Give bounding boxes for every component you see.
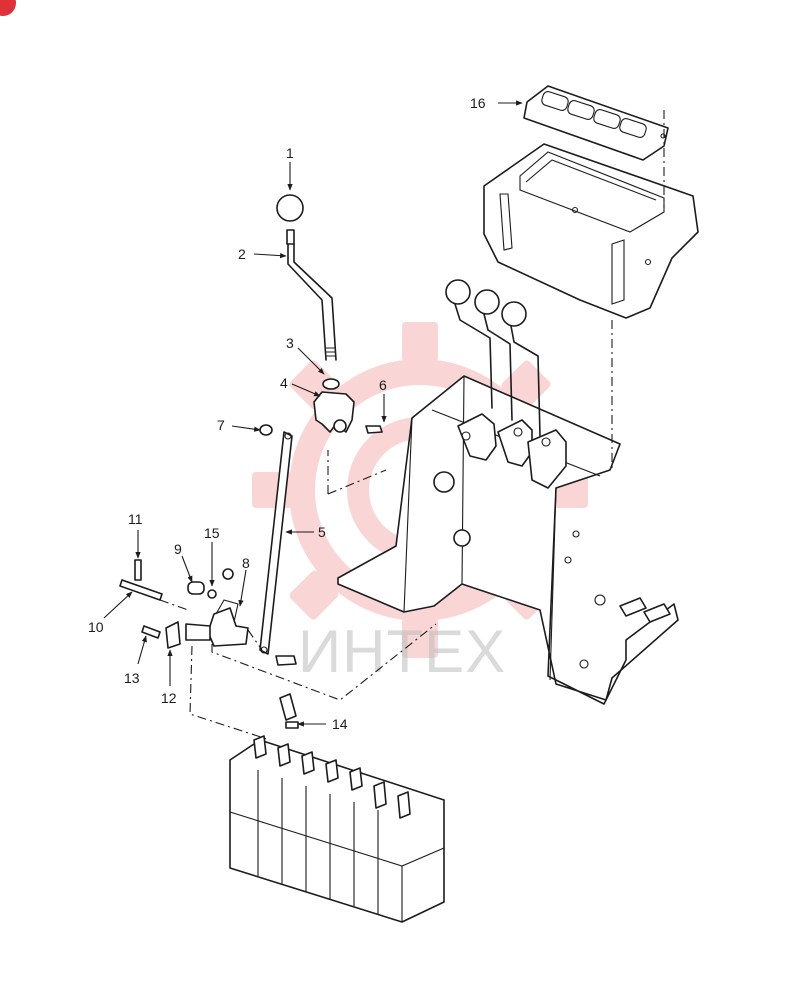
callout-5: 5	[318, 524, 326, 540]
part-15-washer	[207, 589, 217, 599]
main-support-bracket	[337, 375, 679, 705]
shift-lever-assembly	[276, 194, 383, 434]
part-5-link-rod	[259, 431, 297, 666]
assembly-centerlines	[159, 110, 665, 741]
callout-12: 12	[161, 690, 177, 706]
callout-14: 14	[332, 716, 348, 732]
part-7-nut	[259, 424, 273, 436]
callout-16: 16	[470, 95, 486, 111]
corner-badge	[0, 0, 16, 16]
callout-7: 7	[217, 417, 225, 433]
linkage-hardware	[119, 559, 249, 649]
callout-8: 8	[242, 555, 250, 571]
callout-2: 2	[238, 246, 246, 262]
callout-9: 9	[174, 541, 182, 557]
callout-4: 4	[280, 375, 288, 391]
part-9-bushing	[187, 581, 205, 595]
leader-lines	[103, 100, 523, 727]
part-3-washer	[322, 378, 340, 390]
part-11-bolt	[134, 559, 142, 581]
callout-1: 1	[286, 145, 294, 161]
part-14-link	[279, 693, 299, 729]
callout-11: 11	[128, 511, 143, 527]
callout-3: 3	[286, 335, 294, 351]
part-16-gasket	[523, 85, 669, 161]
part-6-screw	[365, 425, 383, 434]
part-8-clevis	[207, 607, 249, 647]
part-13-pin	[141, 625, 161, 639]
triple-lever-set	[445, 279, 567, 489]
part-2-lever	[287, 243, 327, 361]
part-12-plate	[165, 621, 181, 649]
callout-6: 6	[379, 377, 387, 393]
part-callouts: 1 2 3 4 5 6 7 8 9 10 11 12 13 14 15 16	[88, 95, 486, 732]
callout-15: 15	[204, 525, 220, 541]
part-1-knob	[276, 194, 304, 222]
control-valve-block	[229, 735, 445, 923]
control-housing-cover	[483, 143, 699, 319]
callout-13: 13	[124, 670, 140, 686]
callout-10: 10	[88, 619, 104, 635]
